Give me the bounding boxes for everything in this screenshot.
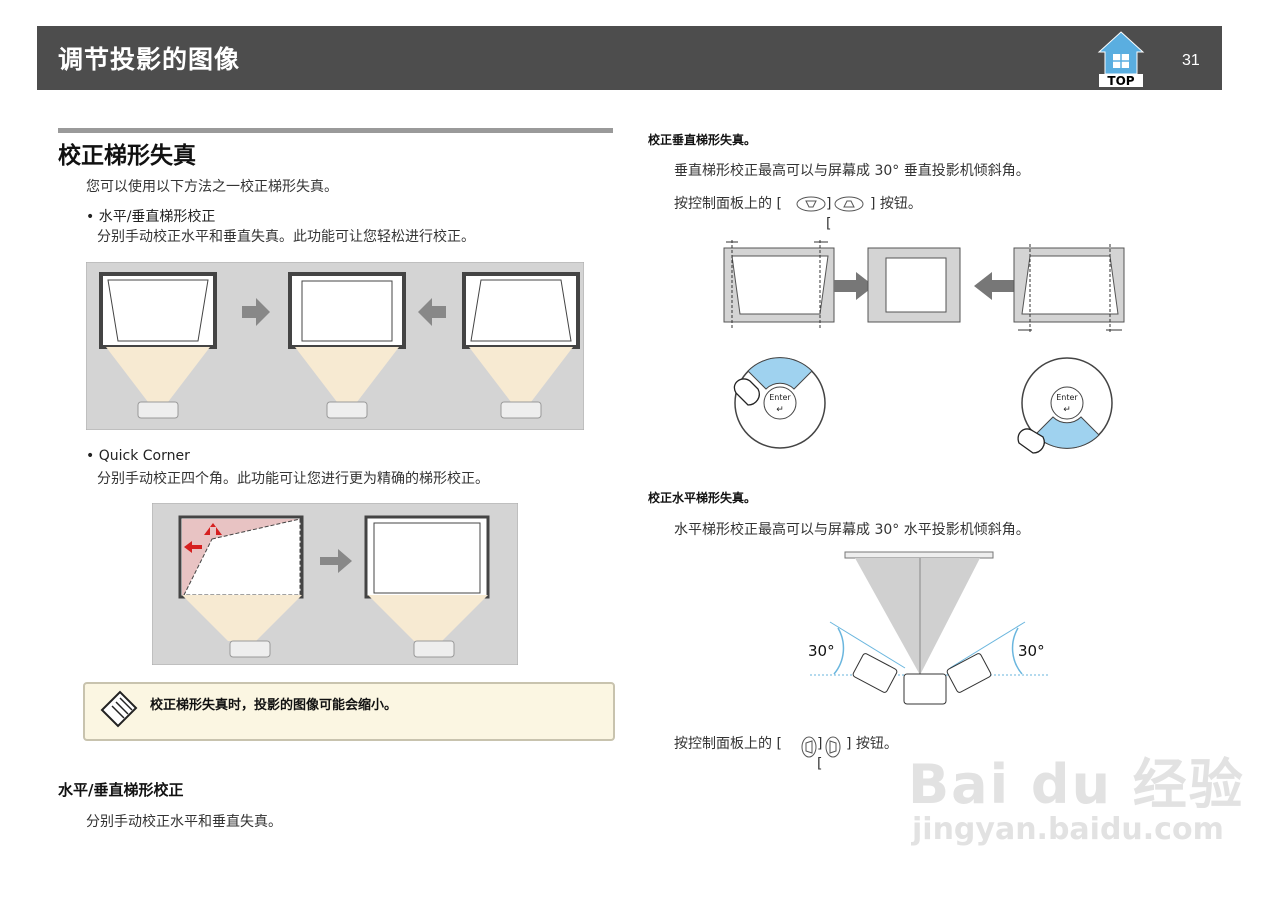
note-box xyxy=(83,682,615,741)
vertical-button-line: 按控制面板上的 [][] 按钮。 xyxy=(674,196,922,232)
vertical-button-suffix: ] 按钮。 xyxy=(870,196,922,212)
watermark-brand: Bai du 经验 xyxy=(908,753,1245,816)
vertical-keystone-diagram xyxy=(723,240,1125,334)
horizontal-keystone-diagram: 30° 30° xyxy=(808,551,1050,705)
page-number: 31 xyxy=(1182,52,1200,69)
enter-label-2: Enter xyxy=(1056,393,1078,402)
top-button[interactable]: TOP xyxy=(1095,30,1147,88)
horizontal-keystone-title: 校正水平梯形失真。 xyxy=(648,491,757,505)
header-bar xyxy=(37,26,1222,90)
subsection-title: 水平/垂直梯形校正 xyxy=(58,781,184,799)
angle-left-label: 30° xyxy=(808,642,835,660)
svg-text:↵: ↵ xyxy=(776,405,784,415)
control-pad-up: Enter ↵ xyxy=(733,357,826,449)
bullet-hv-desc: 分别手动校正水平和垂直失真。此功能可让您轻松进行校正。 xyxy=(97,229,475,245)
keystone-up-button-icon xyxy=(796,196,826,218)
watermark-url: jingyan.baidu.com xyxy=(912,812,1224,847)
keystone-overview-figure xyxy=(86,262,584,430)
quick-corner-figure xyxy=(152,503,518,665)
horizontal-keystone-desc: 水平梯形校正最高可以与屏幕成 30° 水平投影机倾斜角。 xyxy=(674,522,1030,538)
keystone-left-button-icon xyxy=(801,736,817,764)
intro-text: 您可以使用以下方法之一校正梯形失真。 xyxy=(86,179,338,195)
keystone-right-button-icon xyxy=(825,736,841,764)
bullet-quick-corner: • Quick Corner xyxy=(86,448,190,464)
page-title: 调节投影的图像 xyxy=(58,45,241,74)
bullet-quick-corner-desc: 分别手动校正四个角。此功能可让您进行更为精确的梯形校正。 xyxy=(97,471,489,487)
vertical-keystone-title: 校正垂直梯形失真。 xyxy=(648,133,757,147)
vertical-keystone-desc: 垂直梯形校正最高可以与屏幕成 30° 垂直投影机倾斜角。 xyxy=(674,163,1030,179)
note-icon xyxy=(100,690,138,728)
enter-label: Enter xyxy=(769,393,791,402)
note-text: 校正梯形失真时，投影的图像可能会缩小。 xyxy=(150,698,398,713)
horizontal-button-prefix: 按控制面板上的 [ xyxy=(674,736,782,752)
top-label: TOP xyxy=(1107,74,1134,87)
keystone-down-button-icon xyxy=(834,196,864,218)
horizontal-button-suffix: ] 按钮。 xyxy=(846,736,898,752)
bullet-hv-keystone: • 水平/垂直梯形校正 xyxy=(86,209,216,225)
svg-text:↵: ↵ xyxy=(1063,405,1071,415)
section-rule xyxy=(58,128,613,133)
house-icon: TOP xyxy=(1097,31,1145,88)
subsection-desc: 分别手动校正水平和垂直失真。 xyxy=(86,814,282,830)
vertical-button-prefix: 按控制面板上的 [ xyxy=(674,196,782,212)
angle-right-label: 30° xyxy=(1018,642,1045,660)
control-pad-down: Enter ↵ xyxy=(1017,357,1113,454)
horizontal-button-line: 按控制面板上的 [][] 按钮。 xyxy=(674,736,898,772)
section-title: 校正梯形失真 xyxy=(58,143,196,169)
